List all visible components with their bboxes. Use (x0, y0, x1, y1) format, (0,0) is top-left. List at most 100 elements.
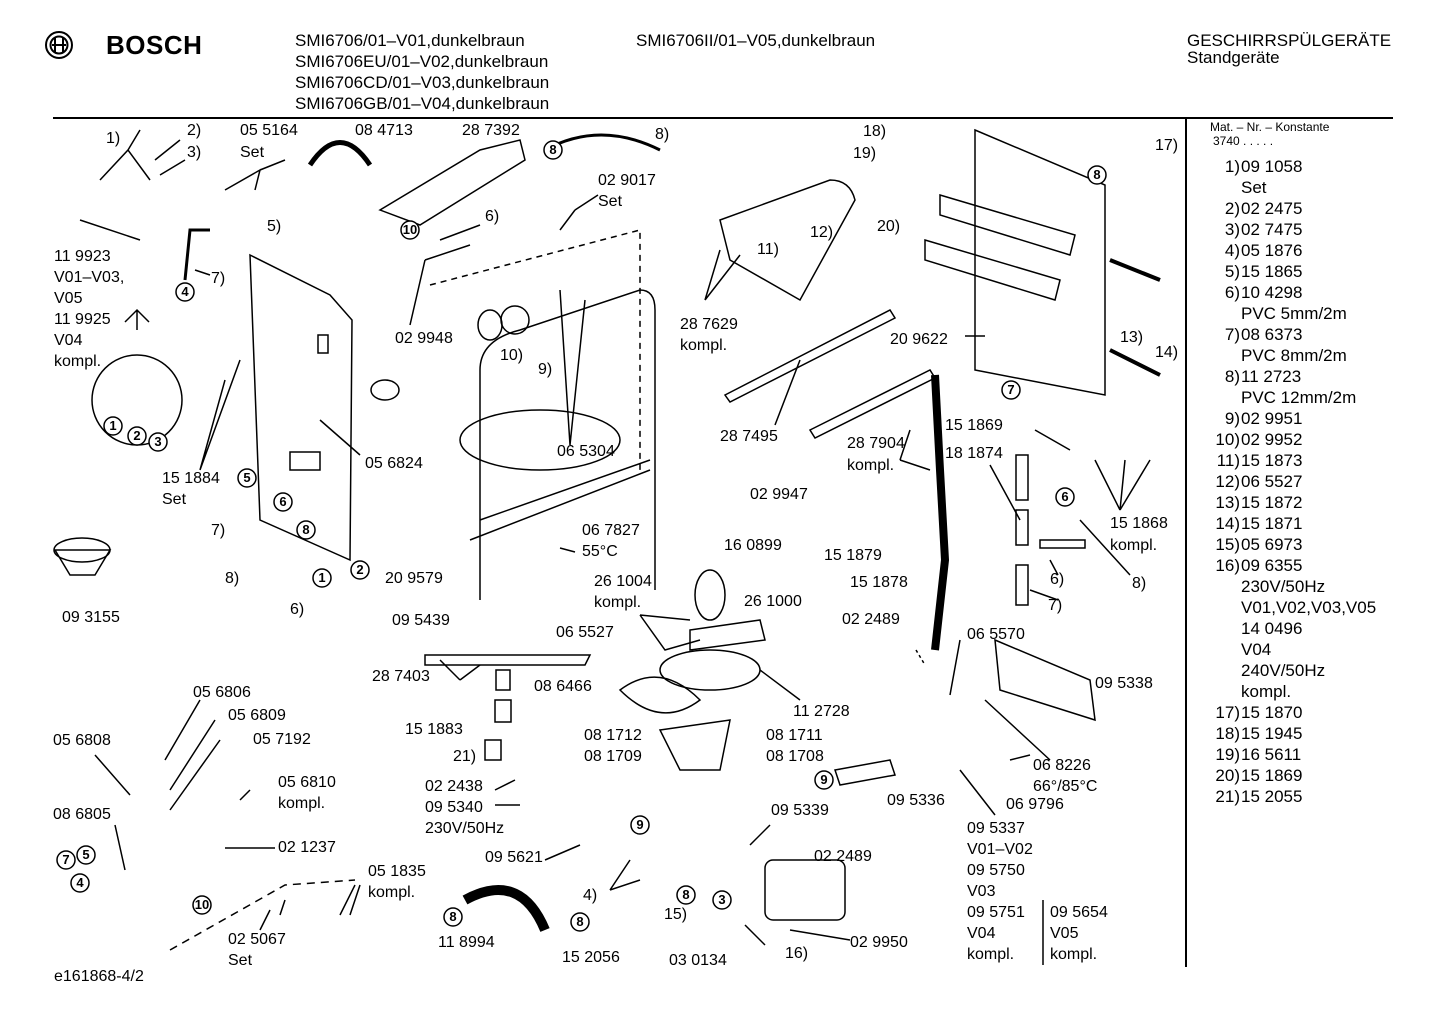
callout-label: 02 1237 (278, 839, 336, 856)
callout-marker: 8 (676, 885, 696, 905)
marker-number: 8 (576, 914, 583, 929)
callout-label: 2) (187, 122, 201, 139)
callout-label: 09 5621 (485, 849, 543, 866)
callout-label: 18 1874 (945, 445, 1003, 462)
callout-label: 7) (211, 270, 225, 287)
marker-number: 2 (356, 562, 363, 577)
header-divider (53, 117, 1393, 119)
parts-row-number: 2) (1224, 199, 1240, 218)
callout-label: 7) (1048, 597, 1062, 614)
parts-row-code: 02 7475 (1241, 220, 1303, 239)
parts-row-code: 15 1865 (1241, 262, 1303, 281)
callout-label: 4) (583, 887, 597, 904)
callout-label: 28 7629 (680, 316, 738, 333)
callout-label: 1) (106, 130, 120, 147)
marker-number: 10 (403, 222, 417, 237)
callout-label: 10) (500, 347, 523, 364)
callout-label: 05 1835 (368, 863, 426, 880)
parts-row-code: kompl. (1241, 682, 1292, 701)
marker-number: 9 (820, 772, 827, 787)
callout-label: 26 1004 (594, 573, 652, 590)
marker-number: 9 (636, 817, 643, 832)
callout-label: 16) (785, 945, 808, 962)
marker-circle (103, 416, 123, 436)
callout-label: 08 1709 (584, 748, 642, 765)
leader-line (1029, 559, 1059, 601)
model-list: SMI6706/01–V01,dunkelbraun SMI6706EU/01–… (295, 30, 549, 114)
callout-label: 17) (1155, 137, 1178, 154)
callout-label: 3) (187, 144, 201, 161)
seal-ring (370, 379, 400, 401)
connector (1039, 539, 1086, 549)
parts-row-number: 13) (1215, 493, 1240, 512)
marker-circle (312, 568, 332, 588)
callout-label: 20 9622 (890, 331, 948, 348)
parts-row-number: 7) (1224, 325, 1240, 344)
callout-label: 05 6809 (228, 707, 286, 724)
callout-label: kompl. (594, 594, 641, 611)
leader-line (439, 224, 481, 241)
leader-line (559, 289, 586, 446)
bearing (494, 699, 512, 723)
parts-row-number: 14) (1215, 514, 1240, 533)
callout-label: 28 7904 (847, 435, 905, 452)
callout-label: 02 2489 (814, 848, 872, 865)
callout-marker: 8 (1087, 165, 1107, 185)
callout-label: 09 5654 (1050, 904, 1108, 921)
leader-line (559, 194, 599, 231)
callout-label: 15 2056 (562, 949, 620, 966)
parts-row-number: 17) (1215, 703, 1240, 722)
leader-line (239, 789, 251, 801)
marker-circle (127, 426, 147, 446)
leader-line (704, 249, 741, 301)
leader-line (899, 429, 931, 471)
leader-line (224, 159, 286, 191)
callout-label: 02 9017 (598, 172, 656, 189)
leader-line (79, 219, 141, 241)
callout-label: 28 7392 (462, 122, 520, 139)
callout-label: 06 5527 (556, 624, 614, 641)
marker-circle (273, 492, 293, 512)
parts-row-number: 15) (1215, 535, 1240, 554)
callout-label: 09 5750 (967, 862, 1025, 879)
model-item: SMI6706/01–V01,dunkelbraun (295, 31, 525, 50)
callout-label: 09 5340 (425, 799, 483, 816)
callout-marker: 1 (103, 416, 123, 436)
parts-row-code: 02 2475 (1241, 199, 1303, 218)
callout-marker: 10 (192, 895, 212, 915)
parts-row-number: 6) (1224, 283, 1240, 302)
parts-row-code: 02 9951 (1241, 409, 1303, 428)
leader-line (774, 359, 801, 426)
leader-line (194, 269, 211, 276)
marker-number: 5 (243, 470, 250, 485)
constant-value: 3740 . . . . . (1213, 134, 1274, 148)
category-title: GESCHIRRSPÜLGERÄTE (1187, 31, 1392, 50)
callout-label: V04 (967, 925, 996, 942)
filter-cylinder (694, 569, 726, 621)
parts-row-code: 16 5611 (1241, 745, 1302, 764)
parts-row-code: 05 6973 (1241, 535, 1303, 554)
marker-number: 1 (318, 570, 325, 585)
leader-line (409, 244, 471, 326)
marker-circle (350, 560, 370, 580)
marker-circle (443, 907, 463, 927)
callout-label: 08 1708 (766, 748, 824, 765)
callout-label: kompl. (847, 457, 894, 474)
marker-number: 5 (82, 847, 89, 862)
parts-row-code: 15 1871 (1241, 514, 1303, 533)
sidebar-divider (1185, 117, 1187, 967)
panel-slot (317, 334, 329, 354)
leader-line (949, 639, 1051, 816)
callout-label: 02 9947 (750, 486, 808, 503)
constant-header: Mat. – Nr. – Konstante 3740 . . . . . (1210, 120, 1329, 148)
callout-marker: 6 (273, 492, 293, 512)
marker-circle (400, 220, 420, 240)
marker-number: 7 (62, 852, 69, 867)
parts-row-number: 12) (1215, 472, 1240, 491)
callout-label: 66°/85°C (1033, 778, 1097, 795)
seal-ring (477, 309, 503, 341)
pump (764, 859, 846, 921)
marker-circle (1001, 380, 1021, 400)
